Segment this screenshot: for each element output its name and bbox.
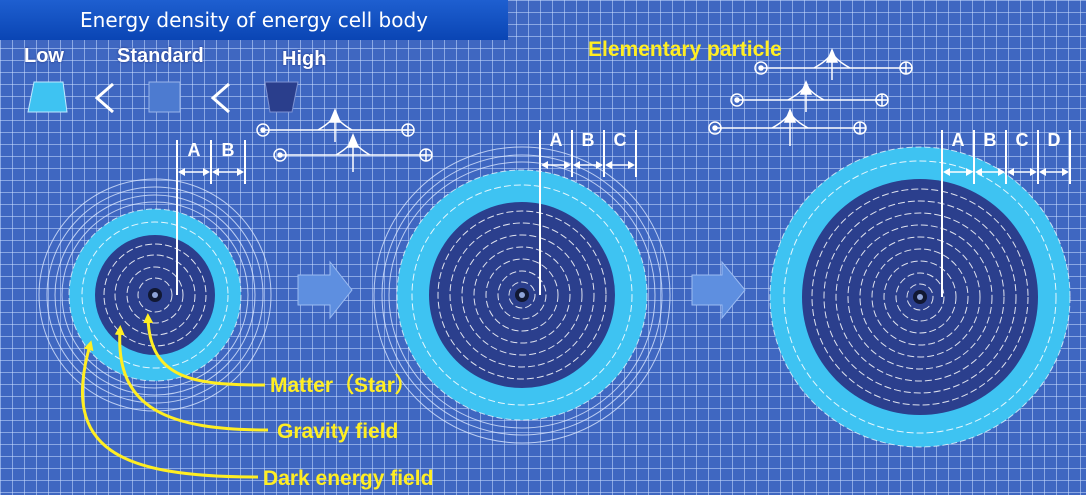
dimension-arrowhead [564, 161, 571, 169]
dimension-arrowhead [1030, 168, 1037, 176]
dimension-arrowhead [596, 161, 603, 169]
energy-cell-3 [769, 146, 1071, 448]
less-than-icon [210, 82, 230, 114]
legend-low-label: Low [24, 45, 64, 67]
legend-high-label: High [282, 48, 327, 70]
layer-label-b: B [984, 130, 997, 150]
pointer-arrows [80, 313, 269, 479]
dimension-arrowhead [966, 168, 973, 176]
energy-cell-1 [38, 178, 272, 412]
layer-label-d: D [1048, 130, 1061, 150]
dimension-arrowhead [573, 161, 580, 169]
dimension-arrowhead [998, 168, 1005, 176]
dimension-arrowhead [943, 168, 950, 176]
dimension-arrowhead [237, 168, 244, 176]
dark-energy-pointer [80, 340, 259, 479]
legend-standard-label: Standard [117, 45, 204, 67]
dark-energy-field-label: Dark energy field [263, 467, 433, 490]
layer-label-a: A [550, 130, 563, 150]
dimension-arrowhead [541, 161, 548, 169]
layer-label-b: B [582, 130, 595, 150]
dimension-arrowhead [1039, 168, 1046, 176]
legend-low-swatch [27, 81, 68, 113]
layer-label-c: C [1016, 130, 1029, 150]
layer-label-c: C [614, 130, 627, 150]
legend-standard-swatch [148, 81, 181, 113]
gravity-field-label: Gravity field [277, 420, 398, 443]
particle-group-right [708, 48, 913, 146]
layer-label-a: A [952, 130, 965, 150]
layer-label-a: A [188, 140, 201, 160]
energy-cell-2 [373, 146, 671, 444]
transition-arrow [691, 260, 746, 320]
dimension-arrowhead [628, 161, 635, 169]
dimension-arrowhead [975, 168, 982, 176]
dimension-arrowhead [203, 168, 210, 176]
dimension-arrowhead [605, 161, 612, 169]
gravity-pointer [114, 325, 269, 432]
layer-label-b: B [222, 140, 235, 160]
matter-pointer [143, 313, 266, 387]
less-than-icon [94, 82, 114, 114]
dimension-arrowhead [1007, 168, 1014, 176]
elementary-particle-label: Elementary particle [588, 38, 782, 61]
diagram-title: Energy density of energy cell body [0, 0, 508, 40]
dimension-arrowhead [1062, 168, 1069, 176]
transition-arrow [297, 260, 353, 320]
matter-label: Matter（Star） [270, 373, 416, 397]
dimension-arrowhead [178, 168, 185, 176]
legend-high-swatch [264, 81, 299, 113]
particle-group-left [256, 108, 433, 172]
legend-swatches [27, 81, 299, 114]
dimension-arrowhead [212, 168, 219, 176]
